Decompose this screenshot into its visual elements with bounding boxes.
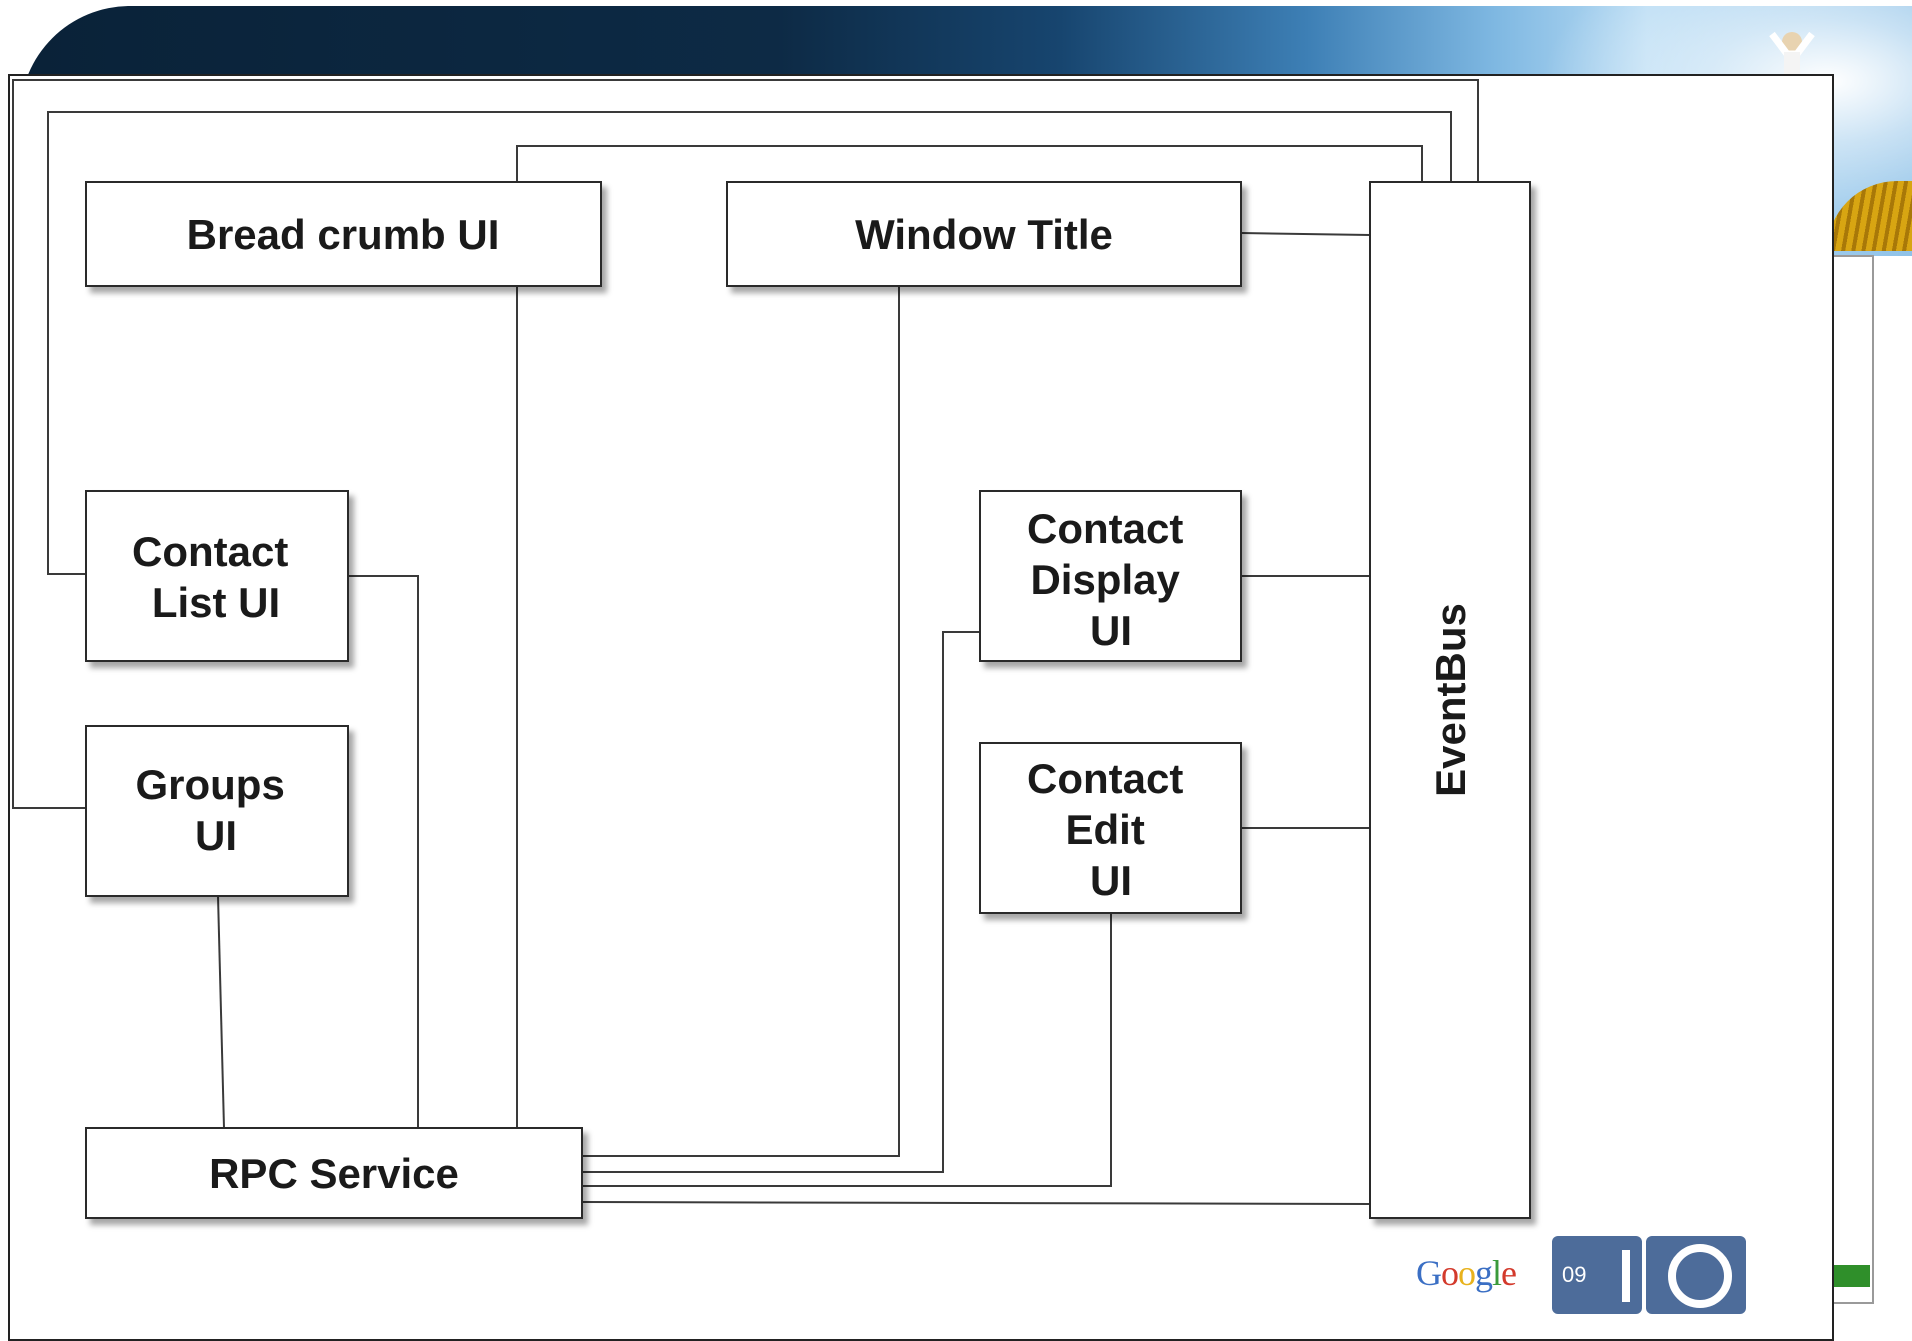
connector-contactlist-to-rpc [347,575,419,1128]
connector-groups-to-eventbus [12,79,1479,809]
label-groups-ui: Groups UI [135,761,296,859]
label-window-title: Window Title [855,211,1113,258]
connector-contactlist-to-eventbus [47,111,1452,575]
label-rpc-service: RPC Service [209,1150,459,1197]
connector-rpc-to-eventbus-top [516,145,1423,1128]
google-logo-letter: e [1501,1253,1517,1293]
google-logo: Google [1416,1252,1517,1294]
box-rpc-service: RPC Service [85,1127,583,1219]
box-window-title: Window Title [726,181,1242,287]
box-groups-ui: Groups UI [85,725,349,897]
google-logo-letter: l [1492,1253,1502,1293]
box-breadcrumb-ui: Bread crumb UI [85,181,602,287]
box-contact-edit-ui: Contact Edit UI [979,742,1242,914]
box-contact-display-ui: Contact Display UI [979,490,1242,662]
connector-windowtitle-to-rpc [582,286,900,1157]
io-logo-mark-icon [1622,1244,1732,1308]
connector-rpc-to-eventbus-bottom [581,1201,1371,1205]
connector-contactedit-to-rpc [582,913,1112,1187]
google-logo-letter: o [1441,1253,1459,1293]
box-eventbus: EventBus [1369,181,1531,1219]
label-contact-list-ui: Contact List UI [132,528,300,626]
label-contact-display-ui: Contact Display UI [1027,505,1195,654]
connector-contactdisplay-to-rpc [582,631,980,1173]
google-logo-letter: o [1458,1253,1476,1293]
box-contact-list-ui: Contact List UI [85,490,349,662]
label-breadcrumb-ui: Bread crumb UI [187,211,500,258]
google-logo-letter: g [1475,1253,1493,1293]
connector-windowtitle-to-eventbus [1240,232,1371,236]
label-contact-edit-ui: Contact Edit UI [1027,755,1195,904]
label-eventbus: EventBus [1427,603,1474,797]
connector-lines [12,79,1479,1205]
io-event-year: 09 [1562,1262,1587,1287]
connector-groups-to-rpc [217,895,225,1129]
google-logo-letter: G [1416,1253,1442,1293]
